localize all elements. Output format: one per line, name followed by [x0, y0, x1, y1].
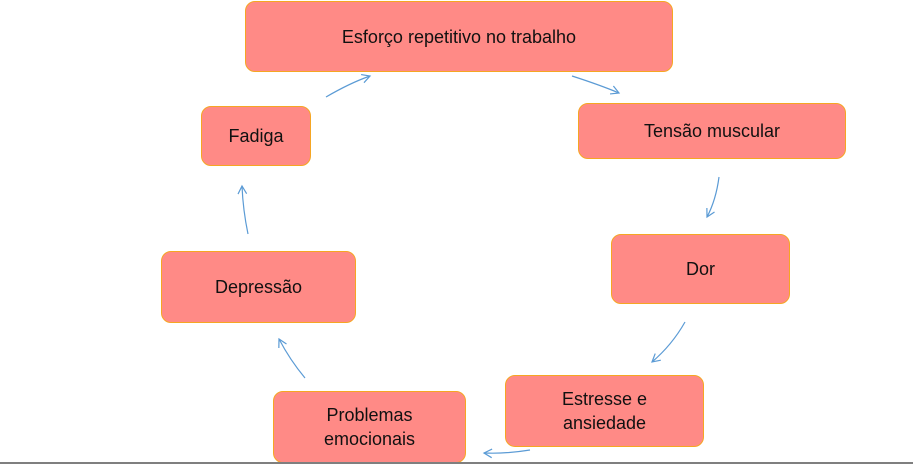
- arrow-dor-to-estresse: [651, 321, 686, 363]
- arrowhead-tensao: [609, 85, 621, 95]
- node-esforco-repetitivo: Esforço repetitivo no trabalho: [245, 1, 673, 72]
- node-tensao-muscular: Tensão muscular: [578, 103, 846, 159]
- node-label: Tensão muscular: [643, 121, 781, 141]
- arrow-fadiga-to-esforco: [325, 75, 371, 98]
- arrow-estresse-to-problemas: [483, 449, 531, 454]
- arrow-depressao-to-fadiga: [241, 185, 249, 235]
- arrowhead-problemas: [482, 448, 493, 459]
- arrowhead-depressao: [278, 337, 287, 349]
- node-label: Estresse e ansiedade: [561, 389, 648, 433]
- node-label: Problemas emocionais: [323, 405, 416, 449]
- arrowhead-estresse: [651, 353, 661, 363]
- arrow-tensao-to-dor: [706, 176, 720, 218]
- bottom-divider: [0, 462, 913, 464]
- node-dor: Dor: [611, 234, 790, 304]
- arrowhead-fadiga: [237, 184, 248, 195]
- arrowhead-esforco: [361, 73, 372, 84]
- arrowhead-dor: [706, 207, 715, 219]
- arrow-esforco-to-tensao: [571, 75, 620, 94]
- node-label: Fadiga: [228, 126, 284, 146]
- node-label: Esforço repetitivo no trabalho: [341, 26, 577, 47]
- node-label: Depressão: [214, 277, 303, 297]
- node-fadiga: Fadiga: [201, 106, 311, 166]
- node-label: Dor: [685, 259, 715, 279]
- arrow-problemas-to-depressao: [278, 338, 306, 379]
- node-depressao: Depressão: [161, 251, 356, 323]
- node-estresse-ansiedade: Estresse e ansiedade: [505, 375, 704, 447]
- node-problemas-emocionais: Problemas emocionais: [273, 391, 466, 463]
